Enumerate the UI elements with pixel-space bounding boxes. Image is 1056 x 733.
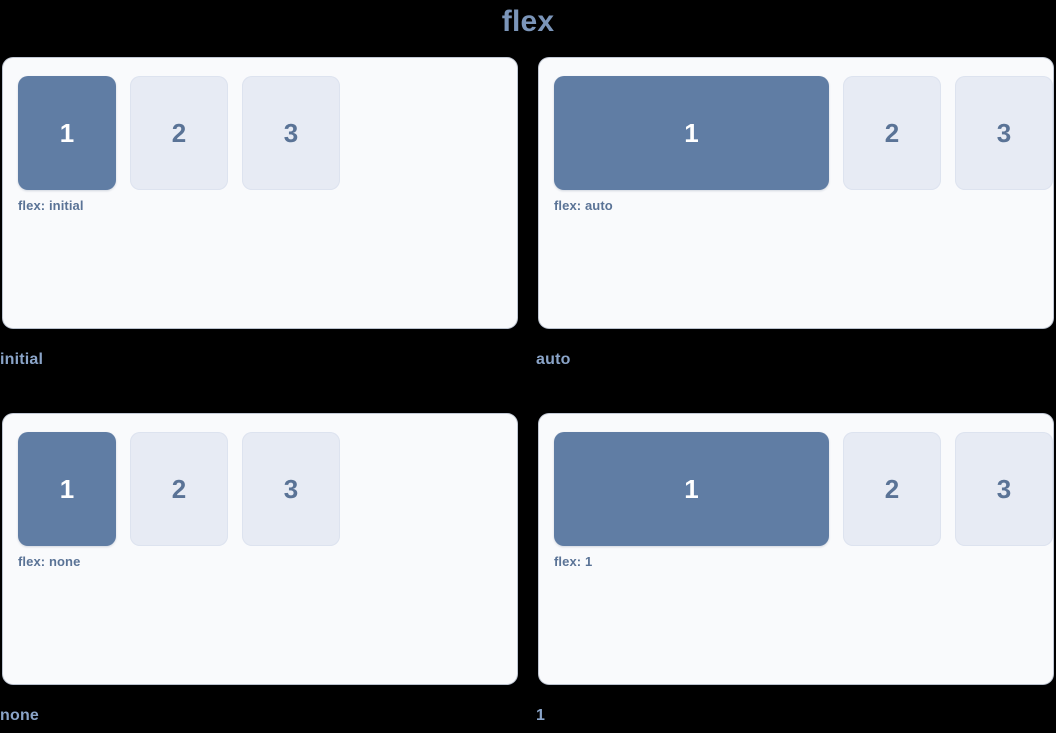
demo-panel-initial: 1 2 3 flex: initial [3,58,517,328]
demo-caption-none: none [0,707,40,724]
flex-container-auto: 1 2 3 [554,76,1053,190]
flex-item-1-auto[interactable]: 1 [554,76,829,190]
demo-grid: 1 2 3 flex: initial initial 1 2 3 flex: … [0,58,1056,726]
flex-property-label-auto: flex: auto [554,198,613,213]
page-title: flex [501,5,555,38]
flex-item-1-one[interactable]: 1 [554,432,829,546]
demo-caption-one: 1 [536,707,546,724]
flex-item-3-one[interactable]: 3 [955,432,1053,546]
flex-item-3-initial[interactable]: 3 [242,76,340,190]
flex-item-1-none[interactable]: 1 [18,432,116,546]
demo-cell-one: 1 2 3 flex: 1 1 [536,414,1053,726]
flex-item-2-one[interactable]: 2 [843,432,941,546]
flex-property-label-initial: flex: initial [18,198,84,213]
demo-cell-initial: 1 2 3 flex: initial initial [0,58,517,370]
demo-caption-initial: initial [0,351,44,368]
demo-cell-none: 1 2 3 flex: none none [0,414,517,726]
flex-item-2-none[interactable]: 2 [130,432,228,546]
flex-item-2-initial[interactable]: 2 [130,76,228,190]
flex-item-1-initial[interactable]: 1 [18,76,116,190]
flex-container-initial: 1 2 3 [18,76,517,190]
flex-item-3-none[interactable]: 3 [242,432,340,546]
demo-panel-none: 1 2 3 flex: none [3,414,517,684]
demo-panel-auto: 1 2 3 flex: auto [539,58,1053,328]
flex-property-label-one: flex: 1 [554,554,593,569]
flex-item-2-auto[interactable]: 2 [843,76,941,190]
demo-caption-auto: auto [536,351,571,368]
flex-container-one: 1 2 3 [554,432,1053,546]
flex-property-label-none: flex: none [18,554,81,569]
flex-container-none: 1 2 3 [18,432,517,546]
demo-panel-one: 1 2 3 flex: 1 [539,414,1053,684]
flex-item-3-auto[interactable]: 3 [955,76,1053,190]
demo-cell-auto: 1 2 3 flex: auto auto [536,58,1053,370]
